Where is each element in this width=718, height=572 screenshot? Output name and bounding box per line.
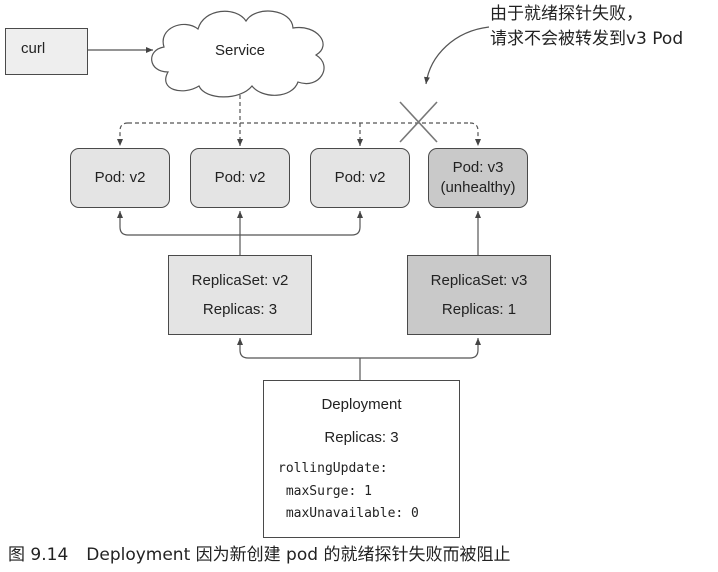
spec-line-max-surge: maxSurge: 1 — [278, 483, 372, 499]
replicaset-replicas: Replicas: 3 — [202, 301, 278, 318]
pod-label: Pod: v3 — [452, 159, 504, 176]
replicaset-name: ReplicaSet: v2 — [191, 272, 289, 289]
rs-v2-to-pod-1 — [117, 211, 129, 236]
figure-caption-text: Deployment 因为新创建 pod 的就绪探针失败而被阻止 — [86, 545, 511, 565]
annotation-line-2: 请求不会被转发到v3 Pod — [490, 29, 684, 49]
pod-v2-3: Pod: v2 — [310, 148, 410, 208]
curl-label: curl — [21, 39, 46, 57]
replicaset-name: ReplicaSet: v3 — [430, 272, 528, 289]
pod-label: Pod: v2 — [214, 169, 266, 186]
deployment-to-rs-v3 — [469, 338, 481, 359]
spec-line-max-unavailable: maxUnavailable: 0 — [278, 506, 419, 521]
annotation-arrow — [423, 26, 490, 85]
figure-caption: 图 9.14 Deployment 因为新创建 pod 的就绪探针失败而被阻止 — [8, 543, 510, 567]
pod-v2-2: Pod: v2 — [190, 148, 290, 208]
deployment-box: Deployment Replicas: 3 rollingUpdate: ma… — [263, 380, 460, 538]
deployment-replicas: Replicas: 3 — [324, 429, 399, 446]
curl-box: curl — [5, 28, 88, 75]
pod-label: Pod: v2 — [94, 169, 146, 186]
pod-v3-unhealthy: Pod: v3 (unhealthy) — [428, 148, 528, 208]
replicaset-v3: ReplicaSet: v3 Replicas: 1 — [407, 255, 551, 335]
pod-status: (unhealthy) — [440, 179, 516, 196]
replicaset-v2: ReplicaSet: v2 Replicas: 3 — [168, 255, 312, 335]
rs-v2-to-pod-3 — [351, 211, 363, 236]
spec-line-rolling-update: rollingUpdate: — [278, 461, 388, 476]
service-label: Service — [214, 42, 266, 59]
deployment-to-rs-v2 — [237, 338, 249, 359]
replicaset-replicas: Replicas: 1 — [441, 301, 517, 318]
service-traffic-to-pod-1 — [117, 122, 129, 146]
annotation-line-1: 由于就绪探针失败， — [490, 4, 643, 24]
pod-v2-1: Pod: v2 — [70, 148, 170, 208]
deployment-spec: rollingUpdate: maxSurge: 1 maxUnavailabl… — [264, 458, 459, 526]
blocked-x-mark-stroke-2 — [399, 101, 438, 143]
annotation-text: 由于就绪探针失败， 请求不会被转发到v3 Pod — [490, 2, 683, 52]
figure-number: 图 9.14 — [8, 545, 69, 565]
pod-label: Pod: v2 — [334, 169, 386, 186]
service-cloud — [151, 10, 325, 98]
deployment-name: Deployment — [321, 396, 402, 413]
service-traffic-to-pod-4 — [469, 122, 481, 146]
